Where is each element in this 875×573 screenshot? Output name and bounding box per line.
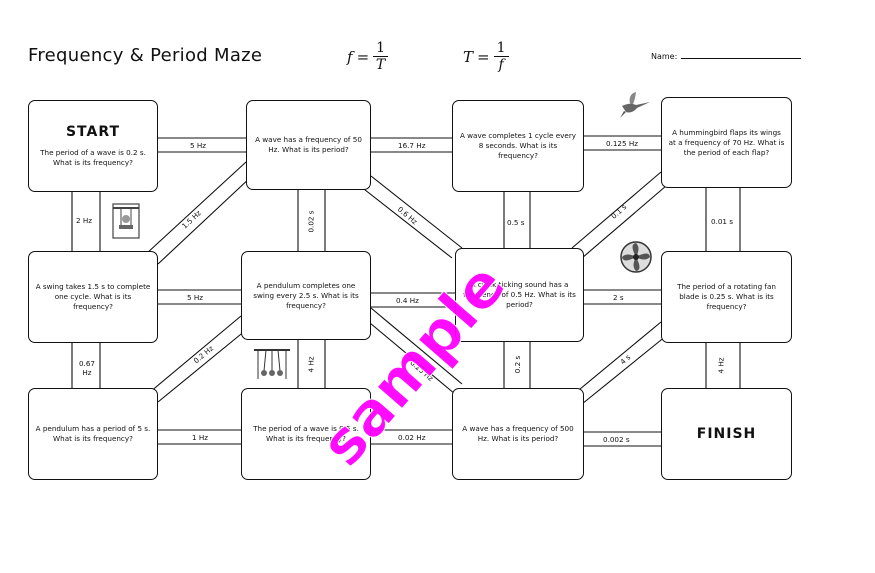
- answer-start-b5: 2 Hz: [76, 216, 93, 225]
- formula-T-fraction: 1 f: [493, 40, 509, 73]
- question-box-8[interactable]: The period of a rotating fan blade is 0.…: [661, 251, 792, 343]
- formula-f-den: T: [375, 57, 386, 73]
- formula-f-num: 1: [373, 40, 389, 57]
- question-box-3[interactable]: A wave completes 1 cycle every 8 seconds…: [452, 100, 584, 192]
- answer-b11-finish: 0.002 s: [603, 435, 630, 444]
- path-b5-b9: [71, 343, 101, 388]
- path-b2-b3: [371, 137, 452, 153]
- name-field: Name:: [651, 52, 802, 61]
- formula-T-den: f: [498, 57, 504, 73]
- path-b3-b4: [584, 135, 661, 151]
- path-start-b5: [71, 192, 101, 251]
- path-b6-b11: [363, 307, 463, 395]
- answer-b5-b9: 0.67 Hz: [78, 359, 95, 377]
- swing-icon: [112, 203, 140, 239]
- formula-T-lhs: T: [463, 47, 474, 66]
- equals-sign: =: [356, 47, 370, 66]
- question-box-10[interactable]: The period of a wave is 0.5 s. What is i…: [241, 388, 371, 480]
- equals-sign: =: [477, 47, 490, 66]
- start-question: The period of a wave is 0.2 s. What is i…: [40, 148, 146, 167]
- path-b6-b9: [149, 315, 247, 403]
- path-b6-b7: [371, 292, 455, 308]
- path-b7-b8: [584, 289, 661, 305]
- path-b4-b8: [705, 188, 741, 251]
- path-b9-b10: [158, 429, 241, 445]
- name-line[interactable]: [681, 58, 802, 59]
- period-formula: T = 1 f: [463, 40, 509, 73]
- question-text: A pendulum has a period of 5 s. What is …: [35, 424, 151, 443]
- question-box-2[interactable]: A wave has a frequency of 50 Hz. What is…: [246, 100, 371, 190]
- answer-b8-finish: 4 Hz: [716, 357, 726, 374]
- question-box-7[interactable]: A clock ticking sound has a frequency of…: [455, 248, 584, 342]
- answer-b5-b6: 5 Hz: [187, 293, 204, 302]
- path-b11-finish: [584, 431, 661, 447]
- hummingbird-icon: [620, 92, 650, 118]
- frequency-formula: f = 1 T: [347, 40, 389, 73]
- question-box-5[interactable]: A swing takes 1.5 s to complete one cycl…: [28, 251, 158, 343]
- fan-icon: [620, 241, 652, 273]
- answer-start-b2: 5 Hz: [190, 141, 207, 150]
- question-text: A wave completes 1 cycle every 8 seconds…: [459, 131, 577, 160]
- path-start-b2: [158, 137, 246, 153]
- question-box-11[interactable]: A wave has a frequency of 500 Hz. What i…: [452, 388, 584, 480]
- answer-b6-b10: 4 Hz: [306, 356, 316, 373]
- answer-b7-b11: 0.2 s: [513, 355, 523, 374]
- question-box-9[interactable]: A pendulum has a period of 5 s. What is …: [28, 388, 158, 480]
- path-b5-b6: [158, 289, 241, 305]
- path-b3-b7: [503, 192, 531, 248]
- path-b10-b11: [371, 429, 452, 445]
- question-text: A swing takes 1.5 s to complete one cycl…: [35, 282, 151, 311]
- question-box-4[interactable]: A hummingbird flaps its wings at a frequ…: [661, 97, 792, 188]
- question-text: The period of a wave is 0.5 s. What is i…: [253, 424, 359, 443]
- answer-b6-b7: 0.4 Hz: [396, 296, 419, 305]
- finish-box[interactable]: FINISH: [661, 388, 792, 480]
- answer-b2-b6: 0.02 s: [306, 210, 316, 233]
- question-text: A clock ticking sound has a frequency of…: [463, 280, 576, 309]
- formula-f-fraction: 1 T: [373, 40, 389, 73]
- question-text: The period of a rotating fan blade is 0.…: [677, 282, 776, 311]
- name-label: Name:: [651, 52, 678, 61]
- answer-b3-b7: 0.5 s: [507, 218, 525, 227]
- question-text: A wave has a frequency of 50 Hz. What is…: [255, 135, 362, 154]
- path-b6-b10: [297, 340, 326, 388]
- path-b7-b11: [503, 342, 531, 388]
- path-b4-b7: [571, 171, 667, 259]
- path-b2-b6: [297, 190, 326, 251]
- answer-b4-b8: 0.01 s: [711, 217, 734, 226]
- question-text: A hummingbird flaps its wings at a frequ…: [668, 127, 785, 157]
- answer-b9-b10: 1 Hz: [192, 433, 209, 442]
- formula-f-lhs: f: [347, 47, 353, 66]
- answer-b2-b3: 16.7 Hz: [398, 141, 426, 150]
- question-text: A wave has a frequency of 500 Hz. What i…: [462, 424, 574, 443]
- start-heading: START: [65, 124, 121, 140]
- page-title: Frequency & Period Maze: [28, 45, 263, 66]
- path-b8-b11: [573, 321, 667, 405]
- path-start-b6: [145, 161, 253, 265]
- start-box[interactable]: START The period of a wave is 0.2 s. Wha…: [28, 100, 158, 192]
- pendulum-icon: [254, 349, 290, 379]
- path-b8-finish: [705, 343, 741, 388]
- answer-b3-b4: 0.125 Hz: [606, 139, 639, 148]
- answer-b10-b11: 0.02 Hz: [398, 433, 426, 442]
- answer-b7-b8: 2 s: [613, 293, 624, 302]
- question-text: A pendulum completes one swing every 2.5…: [253, 280, 359, 310]
- question-box-6[interactable]: A pendulum completes one swing every 2.5…: [241, 251, 371, 340]
- formula-T-num: 1: [493, 40, 509, 57]
- path-b2-b7: [359, 175, 463, 259]
- finish-heading: FINISH: [696, 426, 757, 442]
